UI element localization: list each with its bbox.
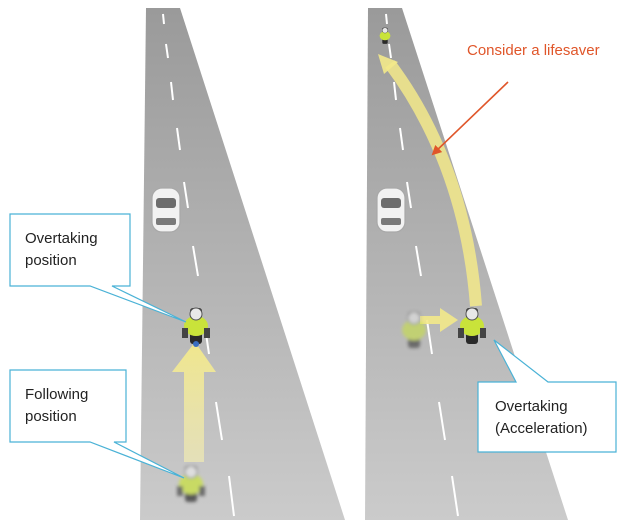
car-icon (151, 187, 181, 233)
right-lane-markings (385, 13, 459, 517)
lifesaver-annotation: Consider a lifesaver (467, 42, 600, 59)
callout-following-position-text: Following position (25, 386, 89, 425)
motorcycle-rider-icon (458, 307, 486, 344)
lifesaver-pointer-arrow (431, 81, 509, 156)
motorcycle-rider-icon (379, 27, 391, 44)
callout-overtaking-position-text: Overtaking position (25, 230, 98, 269)
motorcycle-rider-icon (402, 311, 426, 348)
callout-overtaking-position (9, 213, 187, 323)
callout-overtaking-acceleration (477, 339, 617, 453)
motorcycle-rider-icon (177, 465, 205, 502)
left-lane-markings (162, 13, 235, 517)
left-road (140, 8, 345, 520)
direction-arrow-icon (172, 342, 216, 462)
car-icon (376, 187, 406, 233)
callout-following-position (9, 369, 185, 479)
motorcycle-rider-icon (182, 307, 210, 347)
callout-overtaking-acceleration-text: Overtaking (Acceleration) (495, 398, 588, 437)
direction-arrow-icon (378, 54, 482, 332)
